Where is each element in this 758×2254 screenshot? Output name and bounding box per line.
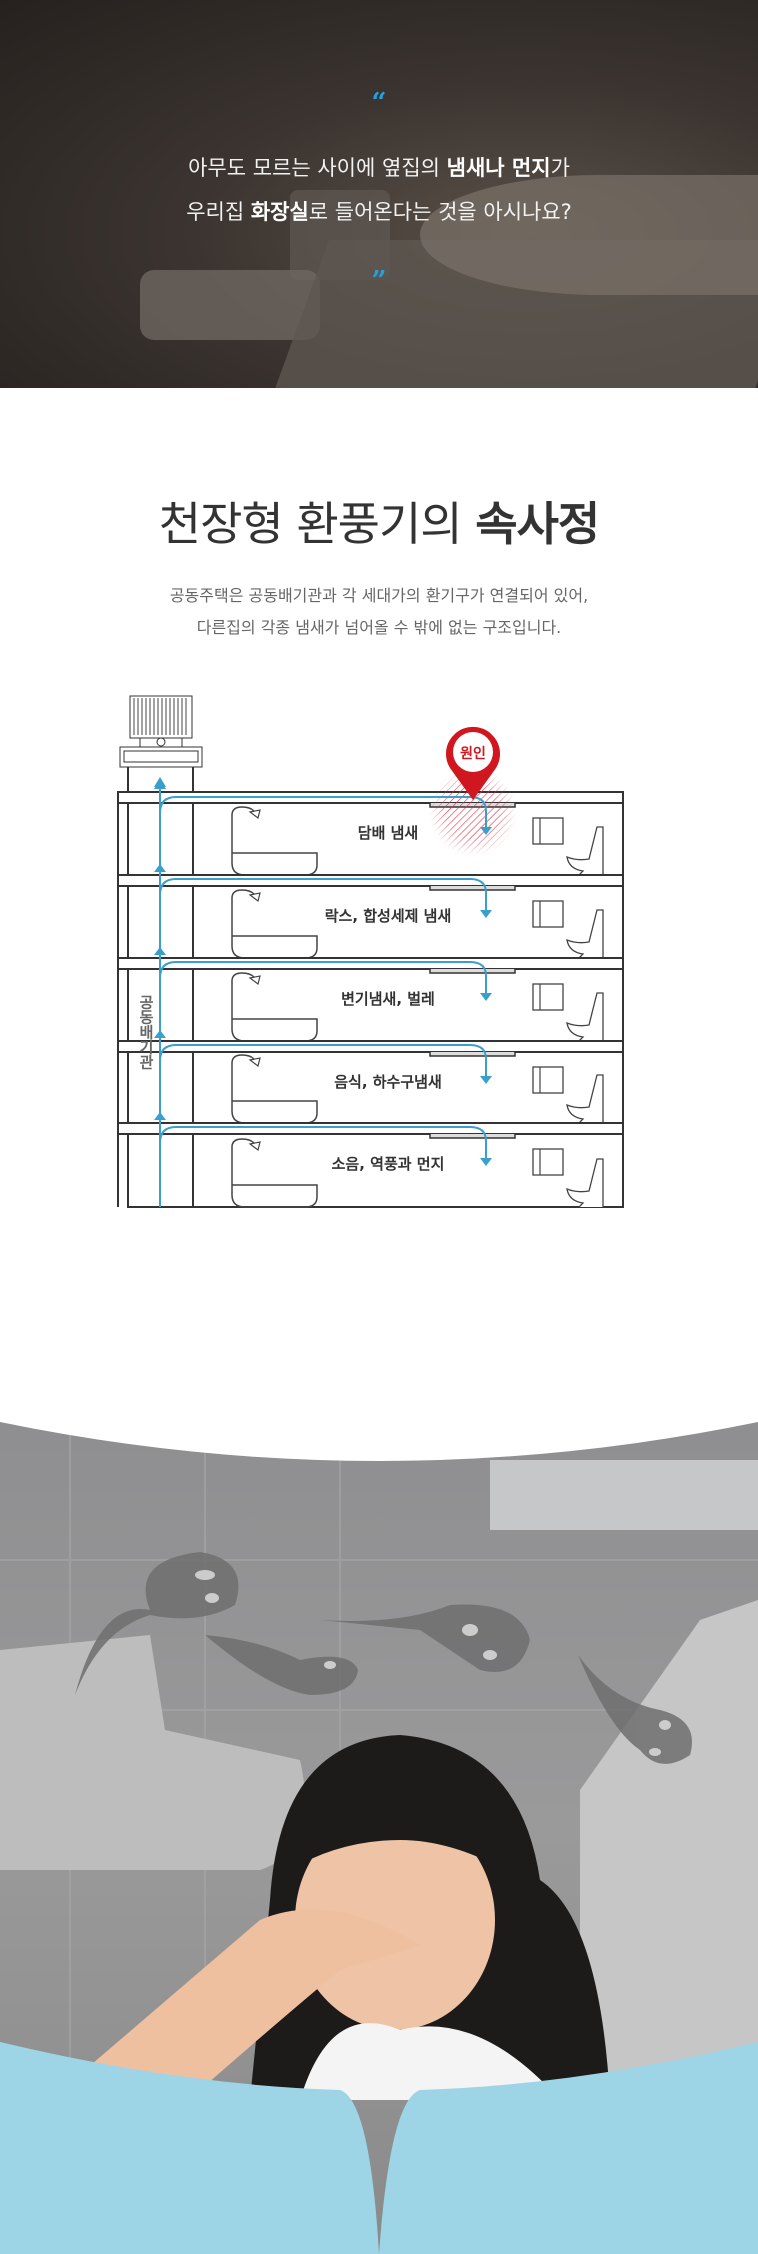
floor-3 (117, 957, 624, 1042)
shower-head-icon (248, 975, 261, 986)
airflow-arrow-icon (480, 910, 492, 918)
floor-smell-label: 음식, 하수구냄새 (334, 1073, 442, 1091)
floor-4 (117, 1040, 624, 1124)
floor-slab (117, 957, 624, 970)
ghost-icon (75, 1552, 239, 1695)
section-title: 천장형 환풍기의 속사정 (0, 488, 758, 554)
hero-text: 가 (550, 156, 570, 180)
section-desc-1: 공동주택은 공동배기관과 각 세대가의 환기구가 연결되어 있어, (169, 586, 589, 605)
towel-icon (532, 900, 564, 928)
toilet-image (0, 1635, 305, 1870)
towel-icon (532, 1148, 564, 1176)
bathroom-room (192, 1133, 624, 1208)
ghost-icons (75, 1552, 692, 1764)
ghost-icon (320, 1604, 530, 1672)
mirror (490, 1460, 758, 1530)
vent-grille-icon (429, 886, 516, 891)
toilet-icon (566, 909, 604, 959)
vent-grille-icon (429, 969, 516, 974)
towel-icon (532, 1066, 564, 1094)
floor-smell-label: 담배 냄새 (358, 824, 418, 842)
hero-line-2: 우리집 화장실로 들어온다는 것을 아시나요? (0, 196, 758, 226)
roof-fan-icon (119, 695, 203, 768)
floor-smell-label: 소음, 역풍과 먼지 (332, 1155, 445, 1173)
title-light: 천장형 환풍기의 (158, 497, 476, 551)
quote-open-icon: “ (371, 88, 387, 118)
smell-illustration (0, 1400, 758, 2254)
floor-slab (117, 1040, 624, 1053)
toilet-icon (566, 1158, 604, 1208)
floor-smell-label: 락스, 합성세제 냄새 (325, 907, 452, 925)
top-curve (0, 1400, 758, 1461)
hero-line-1: 아무도 모르는 사이에 옆집의 냄새나 먼지가 (0, 152, 758, 182)
shaft-label: 공동배기관 (137, 995, 155, 1070)
sink-image (580, 1600, 758, 2100)
hero-highlight: 냄새나 먼지 (446, 156, 551, 180)
hero-text: 아무도 모르는 사이에 옆집의 (188, 156, 447, 180)
shower-head-icon (248, 1057, 261, 1068)
towel-icon (532, 817, 564, 845)
cause-pin-label: 원인 (460, 745, 486, 762)
ghost-icon (578, 1655, 692, 1764)
quote-close-icon: ” (371, 266, 387, 296)
shower-head-icon (248, 892, 261, 903)
section-desc-2: 다른집의 각종 냄새가 넘어올 수 밖에 없는 구조입니다. (196, 618, 562, 637)
floor-slab (117, 1122, 624, 1135)
toilet-icon (566, 992, 604, 1042)
title-bold: 속사정 (475, 497, 600, 551)
airflow-arrow-icon (480, 1158, 492, 1166)
sink-image (420, 175, 758, 295)
floor-slab (117, 874, 624, 887)
floor-2 (117, 874, 624, 959)
airflow-arrow-icon (480, 993, 492, 1001)
bottom-wave (0, 2042, 758, 2254)
shower-head-icon (248, 1141, 261, 1152)
toilet-image (140, 270, 320, 340)
ghost-icon (205, 1635, 358, 1695)
vent-grille-icon (429, 1052, 516, 1057)
bathtub-icon (231, 1138, 318, 1208)
floor-5 (117, 1122, 624, 1208)
toilet-icon (566, 826, 604, 876)
vent-grille-icon (429, 1134, 516, 1139)
airflow-up-arrow-icon (154, 777, 166, 787)
floor-smell-label: 변기냄새, 벌레 (341, 990, 435, 1008)
child-image (85, 1735, 610, 2100)
smell-scene (0, 1400, 758, 2254)
hero-text: 로 들어온다는 것을 아시나요? (308, 200, 572, 224)
airflow-arrow-icon (480, 1076, 492, 1084)
cause-highlight (429, 768, 517, 856)
towel-icon (532, 983, 564, 1011)
cause-pin-icon: 원인 (445, 726, 500, 800)
toilet-icon (566, 1074, 604, 1124)
hero-highlight: 화장실 (250, 200, 309, 224)
shower-head-icon (248, 809, 261, 820)
hero-text: 우리집 (186, 200, 251, 224)
hero-banner: “ 아무도 모르는 사이에 옆집의 냄새나 먼지가 우리집 화장실로 들어온다는… (0, 0, 758, 388)
airflow-arrow-icon (480, 827, 492, 835)
